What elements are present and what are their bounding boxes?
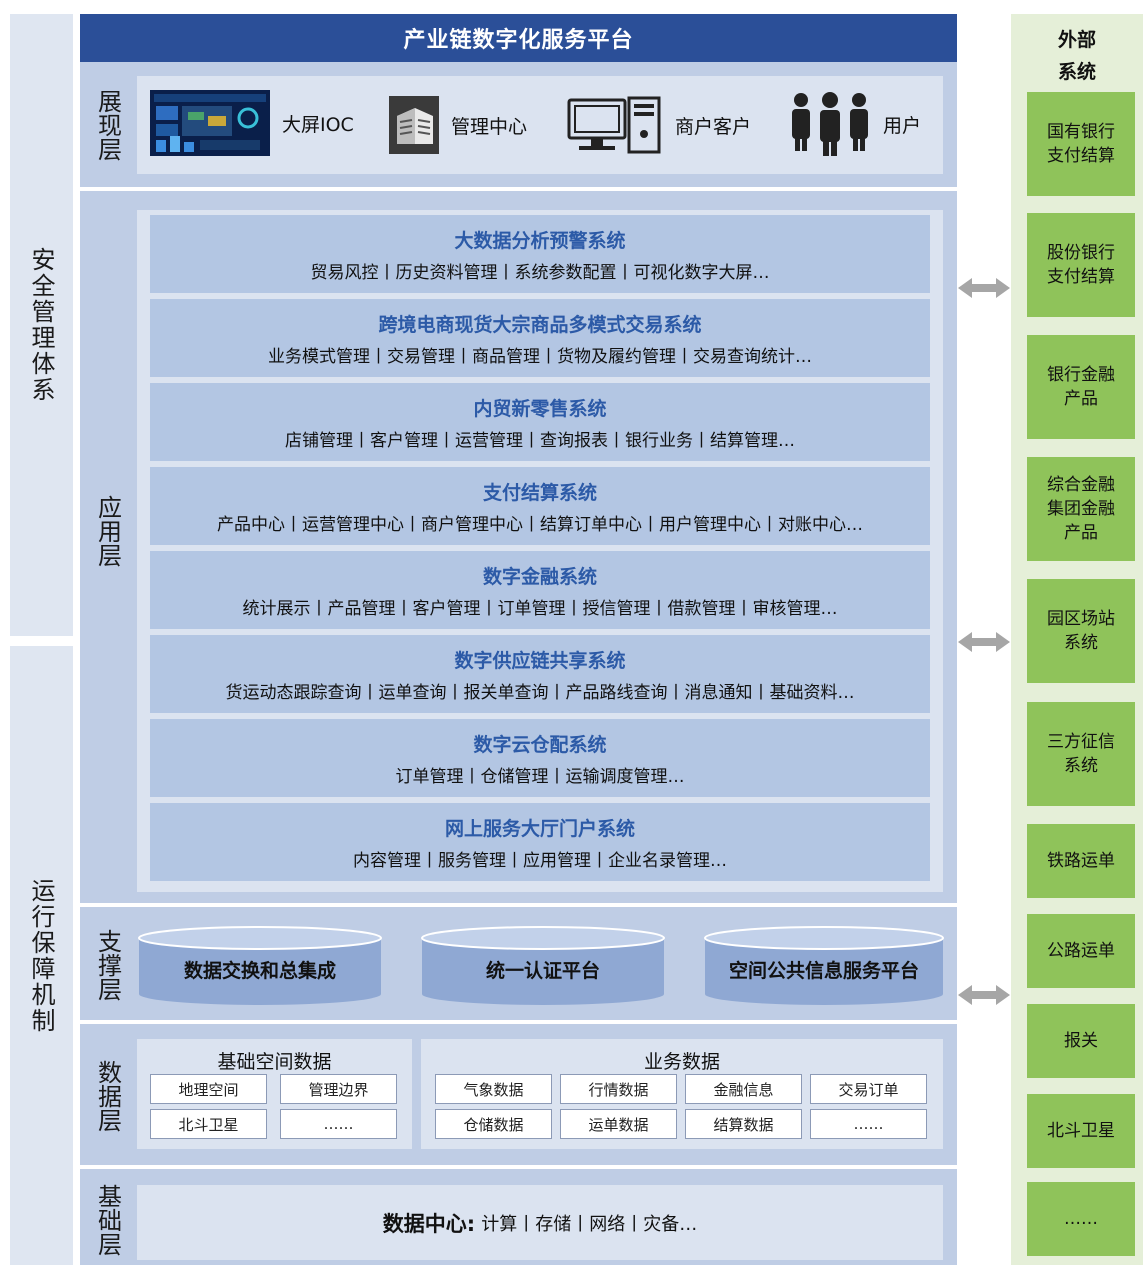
system-items: 货运动态跟踪查询丨运单查询丨报关单查询丨产品路线查询丨消息通知丨基础资料… (225, 682, 855, 703)
security-system-label: 安全管理体系 (27, 247, 55, 403)
infrastructure-layer: 基础层 数据中心: 计算丨存储丨网络丨灾备… (80, 1169, 957, 1265)
data-cell: 行情数据 (560, 1074, 677, 1104)
support-platform-label: 统一认证平台 (485, 960, 600, 982)
data-cell: 结算数据 (685, 1109, 802, 1139)
double-arrow-icon (958, 985, 1010, 1005)
security-system-column: 安全管理体系 (10, 14, 73, 636)
data-center-items: 计算丨存储丨网络丨灾备… (481, 1213, 698, 1235)
presentation-label-merchant: 商户客户 (675, 115, 752, 138)
external-systems-title: 外部系统 (1057, 29, 1096, 83)
data-layer-label: 数据层 (93, 1059, 122, 1132)
presentation-item-merchant: 商户客户 (567, 96, 751, 154)
presentation-item-management: 管理中心 (389, 96, 527, 154)
system-items: 贸易风控丨历史资料管理丨系统参数配置丨可视化数字大屏… (310, 262, 770, 283)
external-system-box: 报关 (1027, 1004, 1135, 1078)
system-box: 网上服务大厅门户系统 内容管理丨服务管理丨应用管理丨企业名录管理… (150, 803, 930, 881)
data-center-label: 数据中心: (382, 1211, 476, 1236)
support-platform-label: 空间公共信息服务平台 (728, 960, 919, 982)
data-cell: 仓储数据 (435, 1109, 552, 1139)
dashboard-screen-icon (150, 90, 270, 156)
database-cylinder-icon (704, 926, 944, 1005)
external-systems-column: 外部系统 国有银行支付结算 股份银行支付结算 银行金融产品 综合金融集团金融产品… (1011, 14, 1143, 1265)
system-items: 店铺管理丨客户管理丨运营管理丨查询报表丨银行业务丨结算管理… (285, 430, 795, 451)
system-title: 跨境电商现货大宗商品多模式交易系统 (378, 313, 702, 336)
double-arrow-icon (958, 632, 1010, 652)
support-layer: 支撑层 数据交换和总集成 统一认证平台 空间公共信息服务平台 (80, 907, 957, 1020)
system-box: 大数据分析预警系统 贸易风控丨历史资料管理丨系统参数配置丨可视化数字大屏… (150, 215, 930, 293)
external-system-box: 园区场站系统 (1027, 579, 1135, 683)
support-layer-label: 支撑层 (93, 929, 122, 1001)
support-platform: 统一认证平台 (420, 924, 666, 1006)
system-items: 订单管理丨仓储管理丨运输调度管理… (395, 766, 685, 787)
operation-mechanism-column: 运行保障机制 (10, 646, 73, 1265)
system-box: 数字云仓配系统 订单管理丨仓储管理丨运输调度管理… (150, 719, 930, 797)
system-items: 产品中心丨运营管理中心丨商户管理中心丨结算订单中心丨用户管理中心丨对账中心… (217, 514, 863, 535)
infrastructure-layer-label: 基础层 (93, 1184, 122, 1256)
external-system-box: 综合金融集团金融产品 (1027, 457, 1135, 561)
system-items: 业务模式管理丨交易管理丨商品管理丨货物及履约管理丨交易查询统计… (268, 346, 812, 367)
system-title: 支付结算系统 (482, 481, 597, 504)
presentation-label-management: 管理中心 (451, 115, 528, 138)
system-items: 内容管理丨服务管理丨应用管理丨企业名录管理… (353, 850, 727, 871)
external-system-box: 铁路运单 (1027, 824, 1135, 898)
data-layer: 数据层 基础空间数据 地理空间 管理边界 北斗卫星 …… 业务数据 气象数据 行… (80, 1024, 957, 1165)
operation-mechanism-label: 运行保障机制 (27, 877, 55, 1034)
external-system-box: 北斗卫星 (1027, 1094, 1135, 1168)
presentation-item-user: 用户 (789, 92, 921, 156)
support-platform: 数据交换和总集成 (137, 924, 383, 1006)
presentation-panel: 大屏IOC 管理中心 (137, 76, 943, 174)
data-cell: 北斗卫星 (150, 1109, 267, 1139)
users-icon (792, 92, 868, 156)
data-center-panel: 数据中心: 计算丨存储丨网络丨灾备… (137, 1185, 943, 1260)
building-icon (389, 96, 439, 154)
database-cylinder-icon (421, 926, 665, 1005)
system-title: 数字金融系统 (482, 565, 597, 588)
presentation-layer: 展现层 大屏IOC (80, 62, 957, 187)
system-title: 数字云仓配系统 (473, 733, 607, 756)
data-cell: 管理边界 (280, 1074, 397, 1104)
system-title: 网上服务大厅门户系统 (444, 817, 635, 840)
support-platform-label: 数据交换和总集成 (183, 960, 336, 982)
application-layer-label: 应用层 (93, 495, 122, 567)
double-arrow-icon (958, 278, 1010, 298)
support-platform: 空间公共信息服务平台 (703, 924, 945, 1006)
presentation-label-user: 用户 (883, 114, 922, 137)
data-cell: …… (810, 1109, 927, 1139)
external-system-box: …… (1027, 1182, 1135, 1256)
spatial-data-group: 基础空间数据 地理空间 管理边界 北斗卫星 …… (137, 1039, 412, 1149)
data-cell: 气象数据 (435, 1074, 552, 1104)
data-cell: 交易订单 (810, 1074, 927, 1104)
system-box: 支付结算系统 产品中心丨运营管理中心丨商户管理中心丨结算订单中心丨用户管理中心丨… (150, 467, 930, 545)
data-cell: 地理空间 (150, 1074, 267, 1104)
external-system-box: 银行金融产品 (1027, 335, 1135, 439)
spatial-data-title: 基础空间数据 (217, 1051, 332, 1073)
system-box: 内贸新零售系统 店铺管理丨客户管理丨运营管理丨查询报表丨银行业务丨结算管理… (150, 383, 930, 461)
business-data-title: 业务数据 (643, 1051, 720, 1073)
system-title: 大数据分析预警系统 (454, 229, 626, 252)
application-layer: 应用层 大数据分析预警系统 贸易风控丨历史资料管理丨系统参数配置丨可视化数字大屏… (80, 191, 957, 903)
data-cell: …… (280, 1109, 397, 1139)
external-system-box: 股份银行支付结算 (1027, 213, 1135, 317)
external-system-box: 三方征信系统 (1027, 702, 1135, 806)
business-data-group: 业务数据 气象数据 行情数据 金融信息 交易订单 仓储数据 运单数据 结算数据 … (421, 1039, 943, 1149)
presentation-layer-label: 展现层 (93, 88, 122, 161)
presentation-label-ioc: 大屏IOC (282, 113, 354, 136)
computer-icon (567, 96, 661, 154)
database-cylinder-icon (138, 926, 382, 1005)
system-items: 统计展示丨产品管理丨客户管理丨订单管理丨授信管理丨借款管理丨审核管理… (242, 598, 838, 619)
system-box: 数字金融系统 统计展示丨产品管理丨客户管理丨订单管理丨授信管理丨借款管理丨审核管… (150, 551, 930, 629)
system-box: 跨境电商现货大宗商品多模式交易系统 业务模式管理丨交易管理丨商品管理丨货物及履约… (150, 299, 930, 377)
external-system-box: 公路运单 (1027, 914, 1135, 988)
system-title: 内贸新零售系统 (473, 397, 607, 420)
system-title: 数字供应链共享系统 (454, 649, 626, 672)
data-cell: 运单数据 (560, 1109, 677, 1139)
data-cell: 金融信息 (685, 1074, 802, 1104)
page-title: 产业链数字化服务平台 (80, 14, 957, 62)
presentation-item-ioc: 大屏IOC (150, 90, 354, 156)
external-system-box: 国有银行支付结算 (1027, 92, 1135, 196)
application-panel: 大数据分析预警系统 贸易风控丨历史资料管理丨系统参数配置丨可视化数字大屏… 跨境… (137, 210, 943, 892)
system-box: 数字供应链共享系统 货运动态跟踪查询丨运单查询丨报关单查询丨产品路线查询丨消息通… (150, 635, 930, 713)
